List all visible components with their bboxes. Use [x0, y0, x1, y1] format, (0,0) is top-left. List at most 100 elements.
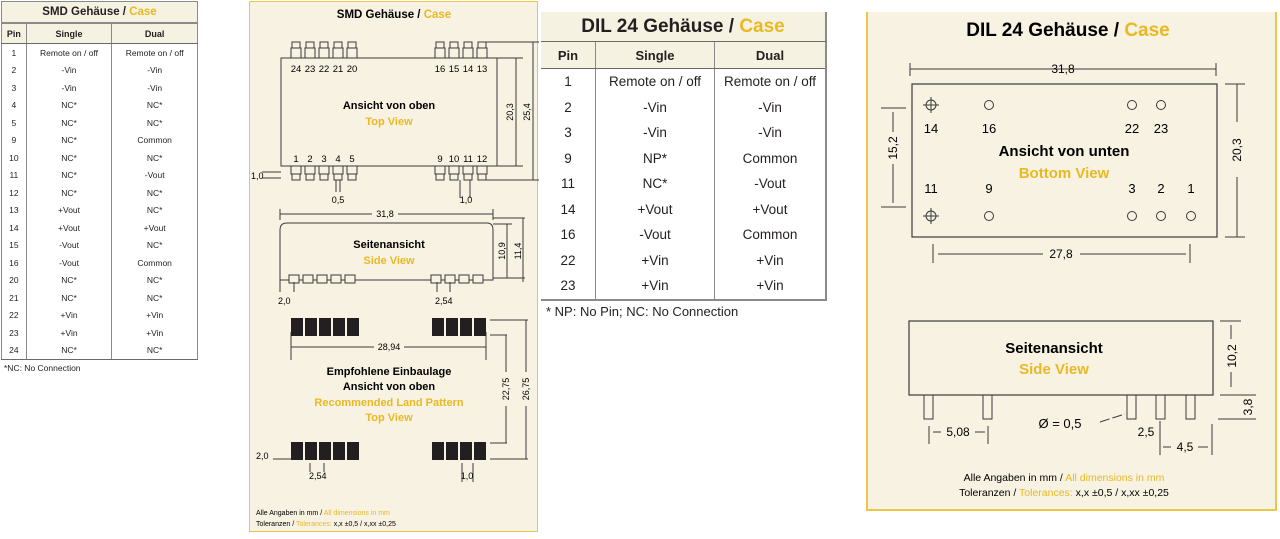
pin-label: 1 [293, 154, 298, 165]
pin-number: 12 [1, 184, 27, 202]
pin-hole-1 [1186, 211, 1196, 221]
dual-function: +Vin [111, 306, 198, 324]
table-row: 23+Vin+Vin [1, 324, 198, 342]
land-label-en-1: Recommended Land Pattern [314, 397, 463, 409]
pin-label: 21 [333, 64, 344, 75]
land-label-en-2: Top View [365, 412, 413, 424]
dual-function: +Vin [714, 247, 827, 273]
dim-side-pitch: 2,54 [435, 296, 453, 306]
pin-label: 15 [449, 64, 460, 75]
dim-land-pad-length: 2,0 [256, 451, 269, 461]
dual-function: Common [714, 145, 827, 171]
pin-number: 24 [1, 341, 27, 360]
single-function: NC* [25, 114, 113, 132]
dim-land-pad-width: 1,0 [461, 471, 474, 481]
smd-pin [291, 173, 301, 181]
dual-function: Common [111, 254, 198, 272]
single-function: +Vin [25, 306, 113, 324]
dil-footer-line2: Toleranzen / Tolerances: x,x ±0,5 / x,xx… [959, 487, 1169, 499]
single-function: -Vin [25, 61, 113, 79]
table-row: 2-Vin-Vin [541, 94, 827, 120]
pin-label: 10 [449, 154, 460, 165]
smd-bottom-pins [290, 165, 488, 181]
pin-label: 16 [435, 64, 446, 75]
single-function: Remote on / off [595, 68, 715, 95]
dim-dil-width: 20,3 [1230, 138, 1244, 162]
table-row: 14+Vout+Vout [1, 219, 198, 237]
single-function: +Vout [25, 219, 113, 237]
smd-pin [435, 41, 445, 49]
single-function: NC* [25, 271, 113, 289]
side-pin [316, 274, 328, 284]
dim-side-body-height: 10,9 [497, 242, 507, 260]
dim-pad-length: 1,0 [251, 171, 264, 181]
dual-function: +Vin [111, 324, 198, 342]
single-function: +Vout [595, 196, 715, 222]
smd-pin [347, 41, 357, 49]
side-pin [330, 274, 342, 284]
land-pad [432, 318, 444, 336]
pin-label: 9 [985, 181, 992, 196]
smd-pin [319, 173, 329, 181]
dil-footer-line1: Alle Angaben in mm / All dimensions in m… [964, 472, 1165, 484]
single-function: NC* [25, 289, 113, 307]
dim-dil-length: 31,8 [1051, 62, 1075, 76]
dual-function: NC* [111, 341, 198, 360]
dim-side-offset: 2,0 [278, 296, 291, 306]
dim-dil-offset: 2,5 [1138, 425, 1155, 439]
pin-number: 22 [541, 247, 596, 273]
land-pad [333, 318, 345, 336]
land-pad [291, 318, 303, 336]
dil-table-title: DIL 24 Gehäuse / Case [541, 12, 827, 42]
smd-pin [333, 41, 343, 49]
single-function: NC* [595, 171, 715, 197]
pin-label: 24 [291, 64, 302, 75]
dual-function: -Vout [714, 171, 827, 197]
land-pad [446, 318, 458, 336]
dim-land-outer: 26,75 [521, 378, 531, 401]
pin-label: 3 [1128, 181, 1135, 196]
title-en: Case [129, 6, 157, 18]
pin-hole-23 [1156, 100, 1166, 110]
table-row: 22+Vin+Vin [1, 306, 198, 324]
smd-pin [476, 47, 488, 59]
smd-pin [290, 165, 302, 175]
smd-pin [304, 47, 316, 59]
column-header-single: Single [25, 23, 113, 44]
dual-function: -Vin [714, 120, 827, 146]
side-pin [444, 274, 456, 284]
dual-function: NC* [111, 184, 198, 202]
dil-bottom-view-body [911, 83, 1218, 238]
side-view-label-de: Seitenansicht [353, 239, 425, 251]
dim-pin-span: 27,8 [1049, 247, 1073, 261]
pin-number: 16 [541, 222, 596, 248]
single-function: NC* [25, 341, 113, 360]
smd-pin [346, 47, 358, 59]
land-pad [474, 442, 486, 460]
single-function: NC* [25, 131, 113, 149]
smd-pin [448, 47, 460, 59]
smd-pin [305, 173, 315, 181]
pin-number: 14 [541, 196, 596, 222]
dim-dil-body-height: 10,2 [1225, 344, 1239, 368]
pin-number: 11 [541, 171, 596, 197]
pin-hole-22 [1127, 100, 1137, 110]
smd-pin [319, 41, 329, 49]
dual-function: Common [111, 131, 198, 149]
dual-function: NC* [111, 96, 198, 114]
dual-function: -Vout [111, 166, 198, 184]
smd-pin [448, 165, 460, 175]
smd-pin [347, 173, 357, 181]
dual-function: NC* [111, 114, 198, 132]
pin-number: 20 [1, 271, 27, 289]
land-pad [305, 318, 317, 336]
